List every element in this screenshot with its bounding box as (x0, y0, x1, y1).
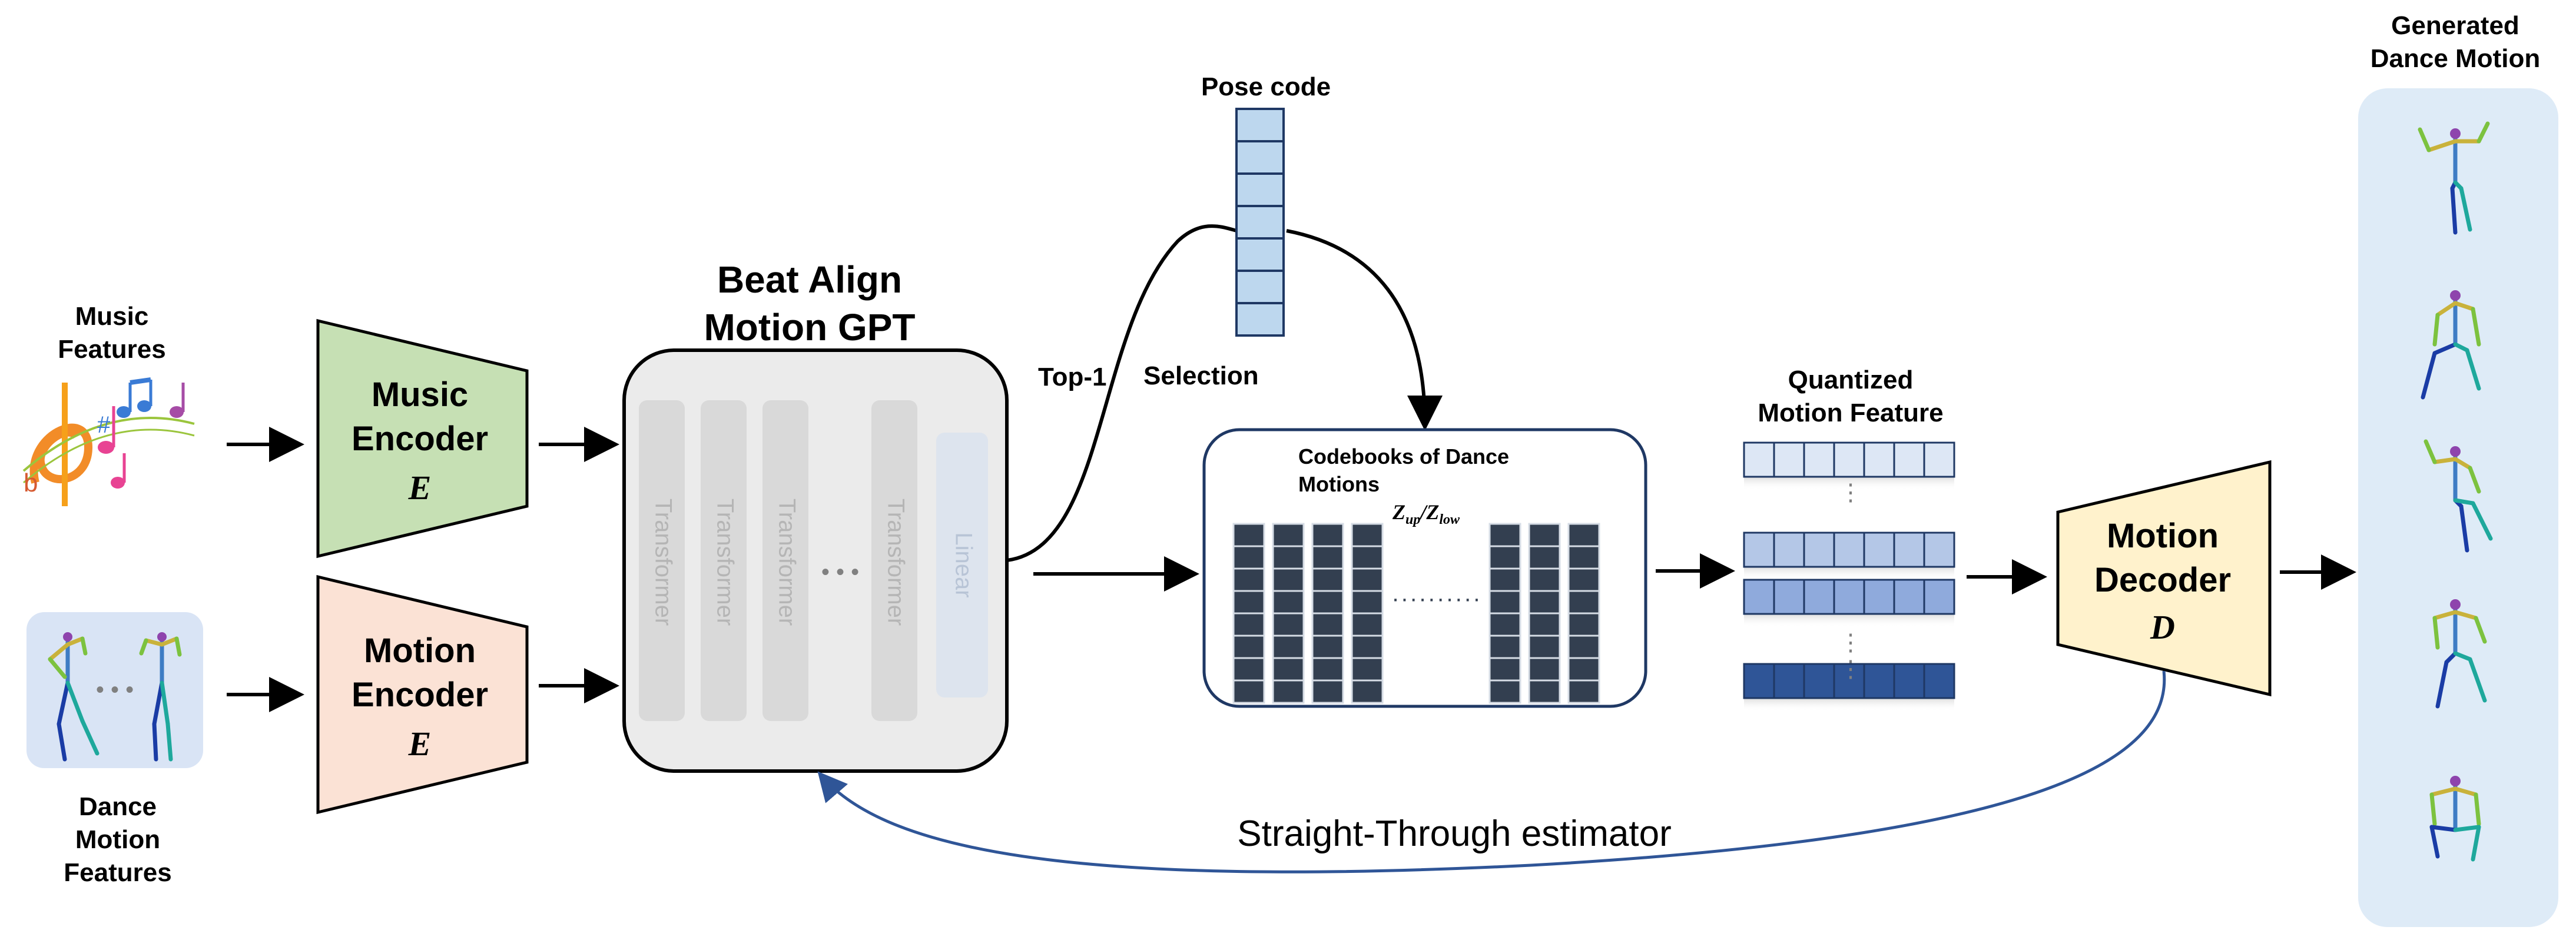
gpt-title-line1: Beat Align (717, 258, 902, 301)
pose-code-cell (1235, 302, 1285, 337)
transformer-label: Transformer (650, 499, 676, 626)
transformer-layer (701, 400, 747, 721)
music-encoder-symbol: E (408, 469, 432, 507)
codebook-column (1272, 523, 1305, 704)
dance-motion-input-panel: • • • (26, 612, 203, 768)
skeleton-pose-icon (48, 632, 100, 762)
transformer-layer (871, 400, 917, 721)
pose-code-cell (1235, 108, 1285, 142)
quantized-feature-rows (1743, 441, 1955, 711)
transformer-layer (762, 400, 808, 721)
codebook-ellipsis: ·········· (1391, 586, 1481, 612)
quantized-row (1743, 441, 1955, 490)
svg-text:b: b (24, 469, 38, 497)
pose-code-cell (1235, 205, 1285, 240)
codebook-column (1528, 523, 1561, 704)
quantized-row (1743, 663, 1955, 711)
svg-text:#: # (97, 412, 111, 438)
codebooks-panel: Codebooks of Dance Motions Zup/Zlow ····… (1202, 428, 1647, 708)
output-title-line1: Generated (2391, 11, 2519, 40)
codebooks-title-line2: Motions (1298, 472, 1380, 496)
motion-encoder-symbol: E (408, 725, 432, 763)
skeleton-pose-icon (2418, 121, 2490, 235)
motion-decoder-line1: Motion (2107, 517, 2219, 555)
skeleton-pose-icon (139, 632, 182, 762)
gpt-title-line2: Motion GPT (704, 306, 915, 348)
codebook-z-label: Zup/Zlow (1392, 500, 1460, 527)
transformer-label: Transformer (774, 499, 800, 626)
codebook-column (1567, 523, 1600, 704)
pose-code-stack (1235, 108, 1285, 337)
motion-decoder-line2: Decoder (2094, 561, 2231, 599)
transformer-layer (639, 400, 685, 721)
svg-text:⋮: ⋮ (1839, 630, 1862, 656)
pose-code-title: Pose code (1201, 72, 1331, 101)
dance-motion-features-label: Dance Motion Features (64, 792, 171, 887)
generated-motion-panel (2358, 88, 2558, 927)
svg-text:⋮: ⋮ (1839, 480, 1862, 506)
motion-encoder-line2: Encoder (352, 676, 488, 714)
skeleton-pose-icon (2429, 776, 2481, 862)
music-encoder-line2: Encoder (352, 420, 488, 458)
quantized-row (1743, 532, 1955, 580)
skeleton-pose-icon (2424, 439, 2493, 553)
quantized-title-line1: Quantized (1788, 366, 1914, 394)
codebook-column (1488, 523, 1521, 704)
motion-encoder-block: Motion Encoder E (316, 574, 529, 815)
pose-code-cell (1235, 270, 1285, 304)
dance-label-line1: Dance (79, 792, 157, 821)
motion-encoder-line1: Motion (364, 632, 476, 670)
music-features-line1: Music (75, 302, 149, 331)
music-notes-icon: # b (22, 377, 195, 506)
music-features-label: Music Features (58, 302, 165, 364)
selection-label: Selection (1143, 361, 1259, 390)
transformer-layers: Transformer Transformer Transformer Tran… (639, 400, 917, 721)
music-encoder-block: Music Encoder E (316, 318, 529, 559)
music-encoder-line1: Music (372, 376, 468, 414)
svg-text:• • •: • • • (96, 677, 134, 703)
transformer-label: Transformer (712, 499, 738, 626)
music-features-line2: Features (58, 335, 165, 364)
svg-text:⋮: ⋮ (1839, 656, 1862, 682)
linear-layer (936, 433, 988, 697)
codebooks-title-line1: Codebooks of Dance (1298, 444, 1509, 469)
straight-through-label: Straight-Through estimator (1237, 813, 1671, 854)
linear-label: Linear (950, 532, 976, 597)
dance-label-line2: Motion (75, 825, 160, 854)
arrow-gpt-to-pose-code (1006, 224, 1237, 562)
generated-poses (2418, 121, 2493, 862)
pose-code-cell (1235, 172, 1285, 207)
treble-clef-icon (29, 423, 93, 484)
straight-through-feedback-arrow (817, 670, 2166, 873)
pose-code-cell (1235, 237, 1285, 272)
layer-ellipsis: • • • (821, 559, 859, 585)
top1-label: Top-1 (1038, 363, 1107, 391)
skeleton-pose-icon (2421, 290, 2481, 400)
codebook-columns (1232, 523, 1600, 704)
skeleton-pose-icon (2432, 599, 2487, 709)
motion-decoder-symbol: D (2150, 608, 2175, 646)
output-title-line2: Dance Motion (2371, 44, 2540, 73)
dance-label-line3: Features (64, 858, 171, 887)
transformer-label: Transformer (883, 499, 909, 626)
arrow-pose-code-to-codebook (1286, 229, 1443, 431)
beat-align-motion-gpt: Beat Align Motion GPT Transformer Transf… (622, 258, 1009, 773)
pose-code-cell (1235, 140, 1285, 175)
quantized-title-line2: Motion Feature (1758, 398, 1943, 427)
quantized-row (1743, 579, 1955, 627)
codebook-column (1311, 523, 1344, 704)
codebook-column (1232, 523, 1265, 704)
codebook-column (1351, 523, 1384, 704)
motion-decoder-block: Motion Decoder D (2056, 460, 2272, 697)
